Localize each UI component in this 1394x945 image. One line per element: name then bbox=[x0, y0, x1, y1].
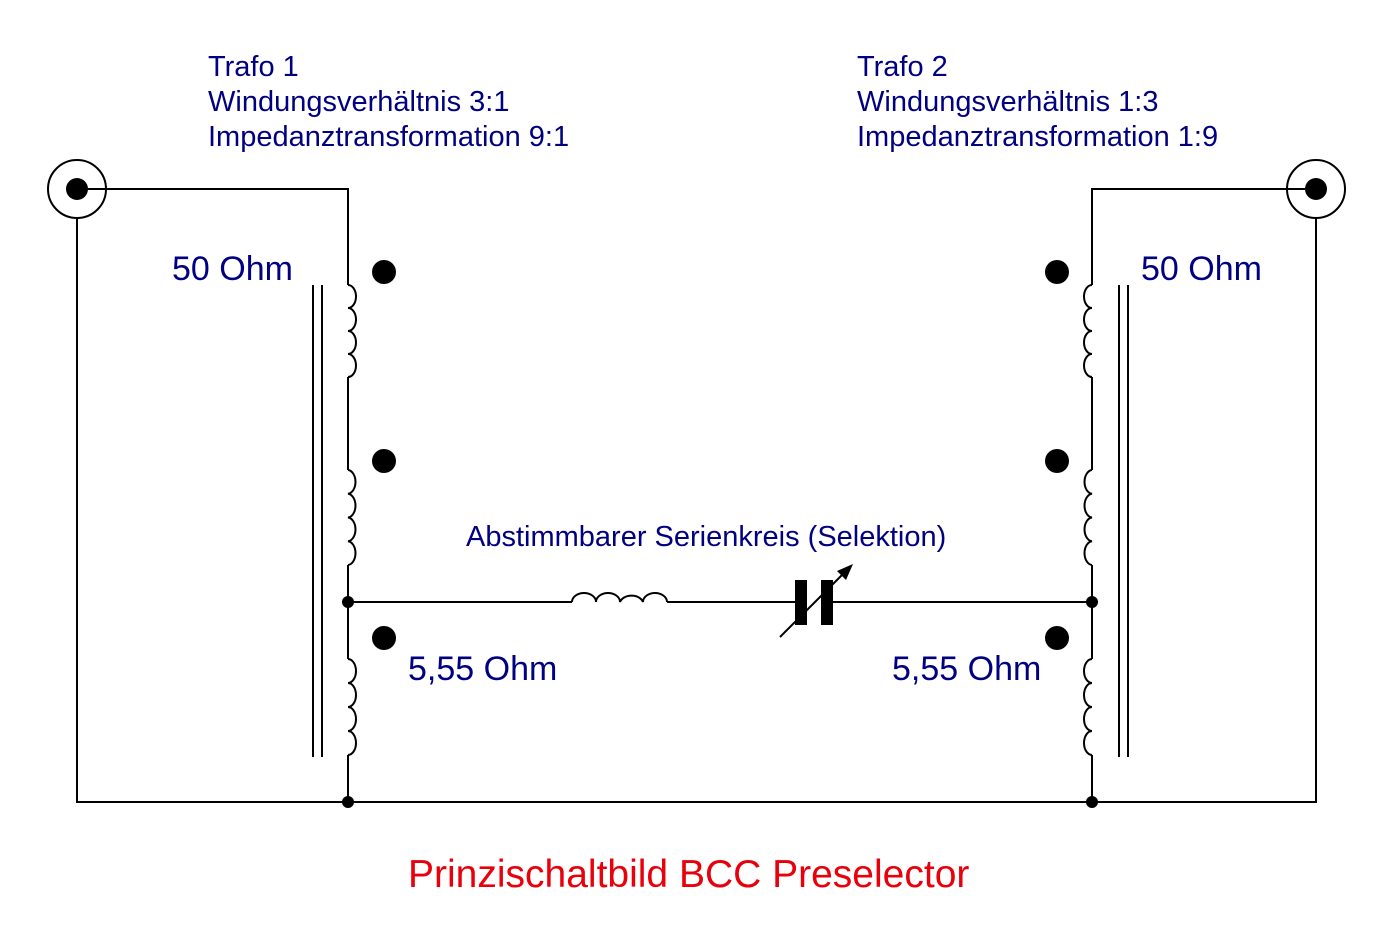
right-core-icon bbox=[1118, 285, 1129, 757]
junction-dot-icon bbox=[342, 596, 354, 608]
right-coil-primary-icon bbox=[1083, 284, 1093, 378]
trafo1-impedance: Impedanztransformation 9:1 bbox=[208, 121, 570, 153]
phase-dot-icon bbox=[372, 626, 396, 650]
trafo1-ratio: Windungsverhältnis 3:1 bbox=[208, 86, 510, 118]
junctions bbox=[342, 596, 1098, 808]
phase-dots bbox=[372, 260, 1069, 650]
right-coil-lower-secondary-icon bbox=[1083, 658, 1093, 756]
left-core-icon bbox=[312, 285, 323, 757]
trafo2-impedance: Impedanztransformation 1:9 bbox=[857, 121, 1219, 153]
right-primary-impedance: 50 Ohm bbox=[1141, 250, 1262, 288]
series-inductor-icon bbox=[571, 592, 668, 603]
trafo1-name: Trafo 1 bbox=[208, 51, 299, 83]
junction-dot-icon bbox=[1086, 796, 1098, 808]
right-coil-upper-secondary-icon bbox=[1083, 469, 1093, 566]
phase-dot-icon bbox=[372, 449, 396, 473]
series-circuit-label: Abstimmbarer Serienkreis (Selektion) bbox=[466, 521, 947, 553]
left-primary-impedance: 50 Ohm bbox=[172, 250, 293, 288]
junction-dot-icon bbox=[342, 796, 354, 808]
junction-dot-icon bbox=[1086, 596, 1098, 608]
right-secondary-impedance: 5,55 Ohm bbox=[892, 650, 1042, 688]
phase-dot-icon bbox=[1045, 626, 1069, 650]
left-secondary-impedance: 5,55 Ohm bbox=[408, 650, 558, 688]
trafo2-ratio: Windungsverhältnis 1:3 bbox=[857, 86, 1159, 118]
diagram-title: Prinzischaltbild BCC Preselector bbox=[408, 853, 970, 896]
phase-dot-icon bbox=[1045, 449, 1069, 473]
trafo2-name: Trafo 2 bbox=[857, 51, 948, 83]
phase-dot-icon bbox=[1045, 260, 1069, 284]
phase-dot-icon bbox=[372, 260, 396, 284]
variable-capacitor-icon bbox=[779, 564, 853, 638]
left-coil-upper-secondary-icon bbox=[347, 469, 357, 566]
left-input-wire bbox=[76, 188, 349, 803]
left-coil-primary-icon bbox=[347, 284, 357, 378]
left-coil-lower-secondary-icon bbox=[347, 658, 357, 756]
right-output-wire bbox=[1091, 188, 1317, 803]
